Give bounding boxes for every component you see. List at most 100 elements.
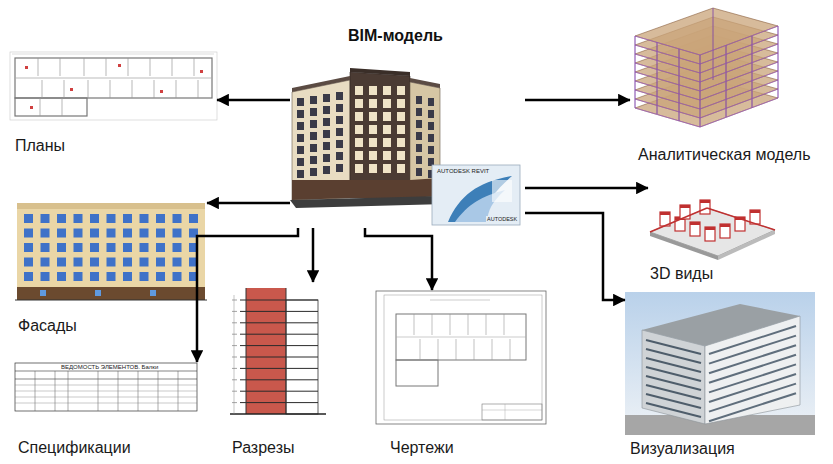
art-shape: [416, 108, 422, 116]
art-shape: [474, 339, 475, 360]
art-shape: [232, 402, 237, 403]
art-shape: [414, 314, 415, 335]
art-shape: [15, 300, 207, 301]
art-shape: [450, 314, 451, 335]
art-shape: [700, 53, 778, 82]
drawings-output: Чертежи: [375, 290, 547, 425]
art-shape: [705, 227, 715, 230]
art-shape: [310, 168, 317, 176]
art-shape: [350, 68, 410, 76]
art-shape: [41, 229, 50, 238]
art-shape: [15, 78, 212, 79]
software-logo: [432, 165, 520, 225]
art-shape: [10, 52, 217, 120]
art-shape: [15, 371, 197, 372]
art-shape: [336, 164, 343, 172]
art-shape: [420, 339, 421, 360]
art-shape: [198, 80, 199, 98]
art-shape: [240, 322, 318, 323]
art-shape: [176, 80, 177, 98]
art-shape: [635, 63, 700, 82]
sections-output: Разрезы: [228, 282, 328, 420]
art-shape: [232, 368, 237, 369]
art-shape: [383, 164, 391, 173]
art-shape: [24, 214, 33, 223]
art-shape: [140, 214, 149, 223]
art-shape: [15, 385, 197, 386]
art-shape: [428, 110, 434, 118]
art-shape: [690, 222, 700, 236]
art-shape: [173, 214, 182, 223]
art-shape: [232, 391, 237, 392]
art-shape: [323, 106, 330, 114]
art-shape: [504, 314, 505, 335]
art-shape: [468, 314, 469, 335]
art-shape: [369, 86, 377, 95]
art-shape: [240, 334, 318, 335]
art-shape: [38, 58, 39, 76]
flow-arrow: [312, 228, 315, 282]
art-shape: [24, 243, 33, 252]
art-shape: [240, 311, 318, 312]
art-shape: [383, 125, 391, 134]
art-shape: [323, 94, 330, 102]
output-caption: Чертежи: [390, 438, 454, 457]
art-shape: [310, 96, 317, 104]
art-shape: [240, 357, 318, 358]
art-shape: [160, 90, 163, 93]
output-caption: Планы: [15, 136, 65, 155]
art-shape: [323, 142, 330, 150]
art-shape: [486, 314, 487, 335]
art-shape: [17, 287, 205, 300]
art-shape: [642, 330, 705, 424]
art-shape: [88, 80, 89, 98]
art-shape: [232, 334, 237, 335]
art-shape: [355, 125, 363, 134]
art-shape: [140, 258, 149, 267]
art-shape: [232, 300, 237, 301]
art-shape: [416, 132, 422, 140]
art-shape: [297, 110, 304, 118]
art-shape: [709, 393, 796, 421]
art-shape: [123, 214, 132, 223]
art-shape: [90, 258, 99, 267]
art-shape: [173, 243, 182, 252]
art-shape: [369, 164, 377, 173]
art-shape: [123, 243, 132, 252]
art-shape: [240, 391, 318, 392]
art-shape: [90, 243, 99, 252]
art-shape: [200, 70, 203, 73]
art-shape: [110, 80, 111, 98]
art-shape: [369, 125, 377, 134]
art-shape: [635, 108, 700, 127]
art-shape: [15, 98, 87, 116]
bim-model: BIM-модель: [290, 70, 525, 228]
output-caption: Фасады: [18, 316, 77, 335]
art-shape: [700, 80, 778, 109]
art-shape: [42, 80, 43, 98]
art-shape: [635, 45, 700, 64]
art-shape: [123, 258, 132, 267]
art-shape: [323, 166, 330, 174]
art-shape: [310, 120, 317, 128]
flow-arrow: [365, 228, 432, 290]
art-shape: [24, 272, 33, 281]
art-shape: [84, 58, 85, 76]
art-shape: [232, 345, 237, 346]
art-shape: [642, 304, 800, 346]
art-shape: [240, 379, 318, 380]
art-shape: [123, 272, 132, 281]
analytic-model-drawing: [635, 8, 778, 127]
art-shape: [57, 229, 66, 238]
art-shape: [428, 98, 434, 106]
art-shape: [369, 138, 377, 147]
art-shape: [106, 58, 107, 76]
art-shape: [62, 98, 63, 116]
art-shape: [492, 180, 512, 202]
art-shape: [173, 272, 182, 281]
art-shape: [336, 140, 343, 148]
plan-drawing: [10, 52, 217, 120]
art-shape: [310, 132, 317, 140]
art-shape: [156, 229, 165, 238]
art-shape: [240, 345, 318, 346]
